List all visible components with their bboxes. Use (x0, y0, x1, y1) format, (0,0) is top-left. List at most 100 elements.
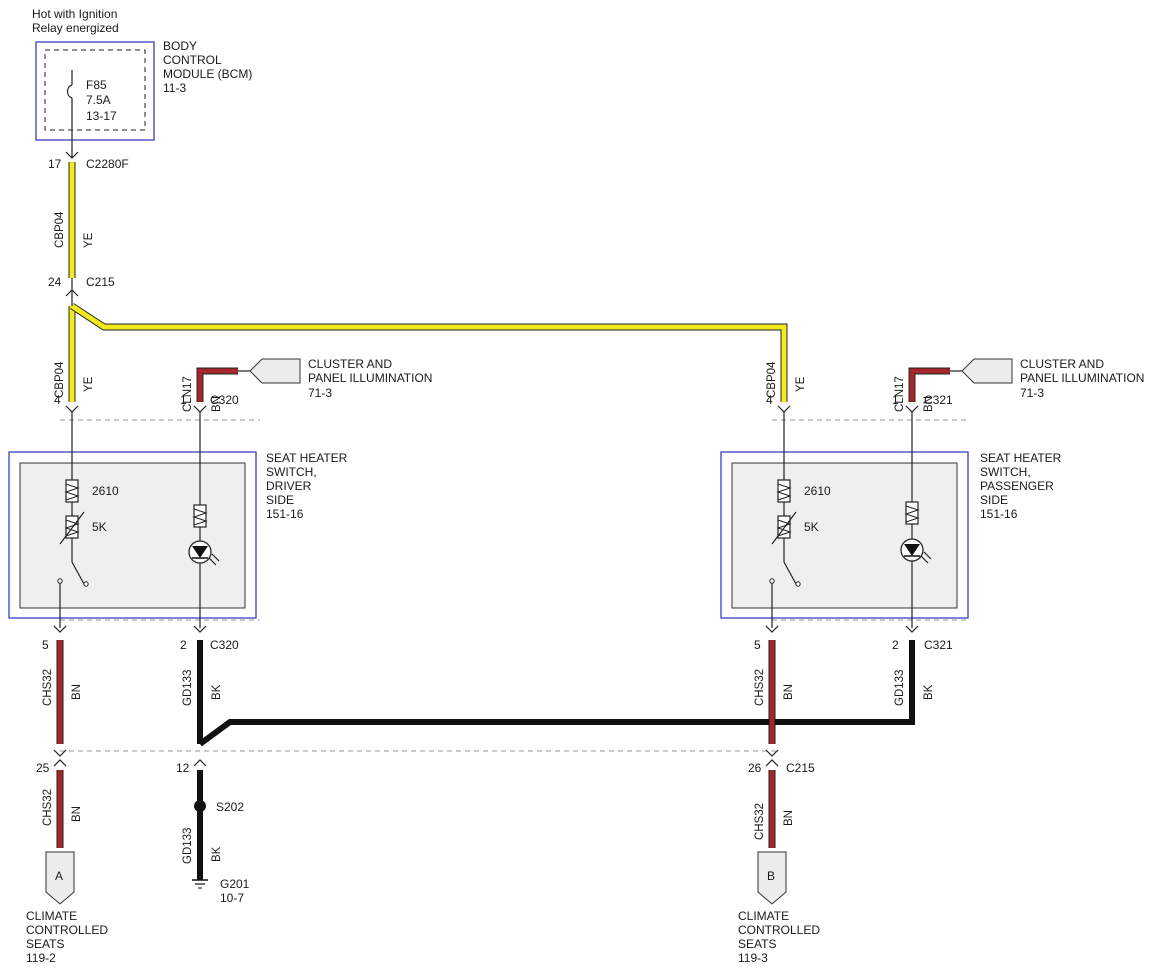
bcm-border (35, 41, 155, 141)
wire-label-chs32-right-lower: CHS32 (754, 803, 766, 840)
wire-color-bk-passenger: BK (923, 684, 935, 700)
fuse-symbol-icon (66, 84, 73, 99)
drv-out1-pin-icon (53, 625, 67, 633)
wire-label-cbp04-top: CBP04 (54, 211, 66, 248)
drv-bn-pin-icon (193, 405, 207, 413)
passenger-switch-border (720, 451, 969, 619)
ref-a-line1: CLIMATE (26, 909, 77, 923)
passenger-seat-heater-switch: 2610 5K (720, 412, 969, 628)
led-passenger-ray1 (920, 555, 929, 564)
ref-tag-b-letter: B (767, 869, 775, 883)
ref-b-line3: SEATS (738, 937, 776, 951)
wire-color-bn-illum-left: BN (211, 396, 223, 412)
splice-s202-label: S202 (216, 800, 244, 814)
wire-label-chs32-left-upper: CHS32 (42, 669, 54, 706)
illum-right-ref-tag (961, 358, 1013, 384)
black-ground-passenger (198, 640, 915, 747)
driver-switch-inner (19, 462, 246, 609)
fuse-id: F85 (86, 78, 107, 92)
brown-illum-left (197, 368, 238, 402)
c215-a-pin-icon-bottom (53, 759, 67, 767)
illum-left-line2: PANEL ILLUMINATION (308, 371, 432, 385)
drv-ye-pin-icon (65, 405, 79, 413)
resistor-2610-zigzag (64, 483, 80, 501)
drv-ye-pin-number: 4 (54, 393, 61, 407)
pas-ye-pin-number: 4 (766, 393, 773, 407)
wire-label-gd133-driver: GD133 (182, 670, 194, 706)
led-driver-triangle (192, 546, 208, 558)
resistor-illum-driver-zigzag (192, 508, 208, 526)
drv-resistor2-label: 5K (92, 520, 107, 534)
c321-bottom-label: C321 (924, 638, 953, 652)
bcm-name-line1: BODY (163, 39, 197, 53)
c2280f-pin-number: 17 (48, 157, 62, 171)
c215-a-pin-icon-top (53, 749, 67, 757)
fuse-rating: 7.5A (86, 93, 111, 107)
ground-g201-label: G201 (220, 877, 250, 891)
bcm-name-ref: 11-3 (163, 81, 186, 95)
wire-label-chs32-right-upper: CHS32 (754, 669, 766, 706)
wire-color-ye-right: YE (795, 376, 807, 392)
ref-b-line1: CLIMATE (738, 909, 789, 923)
drv-out1-pin-number: 5 (42, 638, 49, 652)
bcm-inner-dashed (44, 49, 146, 131)
c2280f-pin-icon (65, 151, 79, 159)
pas-ye-pin-icon (777, 405, 791, 413)
switch-contact-open-passenger-icon (769, 578, 775, 584)
wire-color-bn-illum-right: BN (923, 396, 935, 412)
bcm-module: F85 7.5A 13-17 (35, 41, 155, 141)
illum-left-ref: 71-3 (308, 386, 332, 400)
drv-out2-pin-number: 2 (180, 638, 187, 652)
switch-blade-icon (71, 561, 85, 585)
ref-a-line2: CONTROLLED (26, 923, 108, 937)
illum-left-ref-tag (249, 358, 301, 384)
c321-top-label: C321 (924, 393, 953, 407)
pas-switch-ref: 151-16 (980, 507, 1018, 521)
wire-label-cln17-left: CLN17 (182, 376, 194, 412)
c215-b-pin-icon-bottom (765, 759, 779, 767)
ground-g201-ref: 10-7 (220, 891, 244, 905)
wire-color-ye-top: YE (83, 232, 95, 248)
pas-resistor1-label: 2610 (804, 484, 831, 498)
bcm-name-line3: MODULE (BCM) (163, 67, 252, 81)
c320-bottom-label: C320 (210, 638, 239, 652)
led-passenger-triangle (904, 544, 920, 556)
variable-arrow-passenger-icon (771, 511, 797, 545)
switch-contact-pivot-icon (83, 581, 89, 587)
illum-right-line1: CLUSTER AND (1020, 357, 1104, 371)
pas-resistor2-label: 5K (804, 520, 819, 534)
variable-arrow-icon (59, 511, 85, 545)
wire-label-gd133-passenger: GD133 (894, 670, 906, 706)
pas-switch-name-4: SIDE (980, 493, 1008, 507)
pas-out1-pin-icon (765, 625, 779, 633)
illum-right-ref: 71-3 (1020, 386, 1044, 400)
illum-right-line2: PANEL ILLUMINATION (1020, 371, 1144, 385)
yellow-wire-branch (70, 303, 787, 402)
c215-a-pin-number: 25 (36, 761, 50, 775)
wire-color-bn-left-upper: BN (71, 684, 83, 700)
wire-color-bk-lower: BK (211, 846, 223, 862)
switch-contact-pivot-passenger-icon (795, 581, 801, 587)
drv-out2-pin-icon (193, 625, 207, 633)
top-note-line2: Relay energized (32, 21, 119, 35)
ref-tag-b-icon (757, 851, 787, 905)
drv-switch-ref: 151-16 (266, 507, 304, 521)
switch-blade-passenger-icon (783, 561, 797, 585)
ref-a-ref: 119-2 (26, 951, 56, 965)
ref-a-line3: SEATS (26, 937, 64, 951)
illum-left-line1: CLUSTER AND (308, 357, 392, 371)
pas-bn-pin-icon (905, 405, 919, 413)
driver-switch-border (8, 451, 257, 619)
wire-color-bn-right-upper: BN (783, 684, 795, 700)
c215-top-pin-number: 24 (48, 275, 62, 289)
switch-contact-open-icon (57, 578, 63, 584)
pas-out2-pin-number: 2 (892, 638, 899, 652)
bcm-name-line2: CONTROL (163, 53, 222, 67)
yellow-wire-branch-outline (70, 303, 788, 402)
wire-color-bn-right-lower: BN (783, 810, 795, 826)
led-driver-ray1 (208, 557, 217, 566)
wire-color-ye-left: YE (83, 376, 95, 392)
pas-out1-pin-number: 5 (754, 638, 761, 652)
top-note-line1: Hot with Ignition (32, 7, 117, 21)
driver-seat-heater-switch: 2610 5K (8, 412, 257, 628)
